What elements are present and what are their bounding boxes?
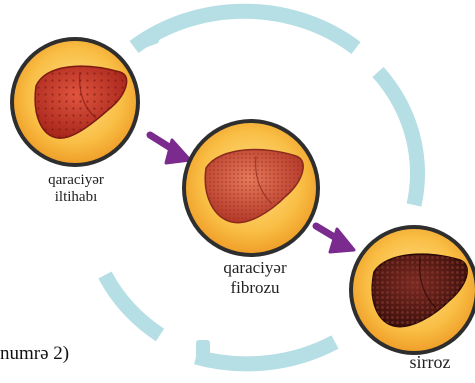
ring-segment-right [378,72,417,205]
ring-segment-bottom [196,342,335,364]
stage-2-badge [182,119,320,257]
stage-1-label-line1: qaraciyər [26,172,126,189]
stage-2-label-line2: fibrozu [200,278,310,298]
stage-2-label-line1: qaraciyər [200,258,310,278]
stage-3-label: sirroz [385,352,475,373]
arrow-2-to-3 [316,226,354,252]
stage-3-label-line1: sirroz [385,352,475,373]
ring-segment-left [105,275,160,335]
ring-tab [196,340,210,358]
arrow-1-to-2 [150,135,190,163]
stage-2-label: qaraciyər fibrozu [200,258,310,297]
ring-segment-top [134,11,356,48]
stage-1-label-line2: iltihabı [26,189,126,206]
stage-3-badge [349,225,475,355]
caption-text: numrə 2) [0,343,69,365]
stage-1-label: qaraciyər iltihabı [26,172,126,207]
stage-1-badge [10,37,140,167]
